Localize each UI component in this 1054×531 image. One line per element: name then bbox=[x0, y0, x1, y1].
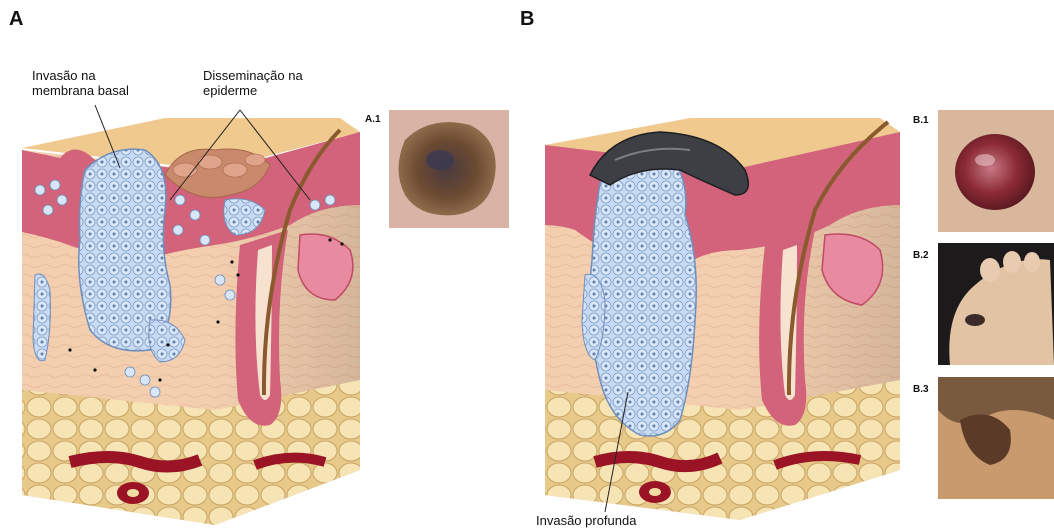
plantar-lesion-b2 bbox=[965, 314, 985, 326]
photo-a1 bbox=[389, 110, 509, 228]
photo-b1 bbox=[938, 110, 1054, 232]
photo-b3 bbox=[938, 377, 1054, 499]
tumor-mass-b bbox=[590, 147, 696, 436]
pigmented-lesion-a1 bbox=[399, 122, 496, 215]
photo-b2 bbox=[938, 243, 1054, 365]
nodular-lesion-b1 bbox=[955, 134, 1035, 210]
skin-block-a bbox=[22, 105, 360, 525]
skin-block-b bbox=[545, 118, 900, 520]
